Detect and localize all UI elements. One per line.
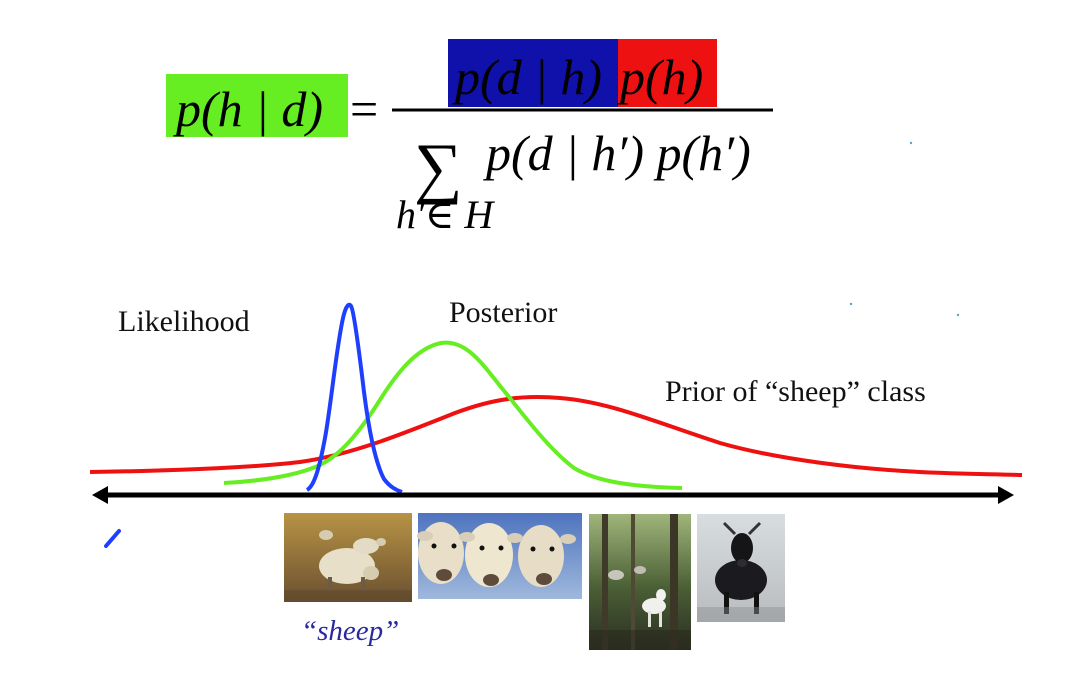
stray-dot-2 [956, 313, 960, 317]
summation-subscript: h′∈ H [396, 192, 495, 237]
formula-prior-term: p(h) [617, 49, 703, 105]
likelihood-curve [305, 302, 403, 494]
axis-arrow-left [92, 486, 108, 504]
summation-symbol: ∑ [414, 129, 462, 205]
prior-highlight [618, 39, 717, 107]
formula-equals: = [350, 81, 378, 137]
stray-dot-1 [909, 141, 913, 145]
likelihood-highlight [448, 39, 618, 107]
posterior-label: Posterior [449, 296, 557, 329]
black-goat-image [697, 514, 785, 622]
stray-dot-3 [849, 302, 853, 306]
sheep-faces-image [417, 513, 582, 599]
sheep-field-image [284, 513, 412, 602]
formula-lhs: p(h | d) [173, 81, 323, 137]
axis-arrow-right [998, 486, 1014, 504]
prior-label: Prior of “sheep” class [665, 375, 926, 408]
likelihood-label: Likelihood [118, 305, 250, 338]
formula-likelihood-term: p(d | h) [452, 49, 602, 105]
posterior-highlight [166, 74, 348, 137]
prior-curve [89, 394, 1023, 477]
formula-denominator: p(d | h′) p(h′) [483, 125, 751, 181]
sheep-caption: “sheep” [301, 615, 399, 647]
pen-mark [104, 529, 121, 548]
forest-goats-image [589, 514, 691, 650]
